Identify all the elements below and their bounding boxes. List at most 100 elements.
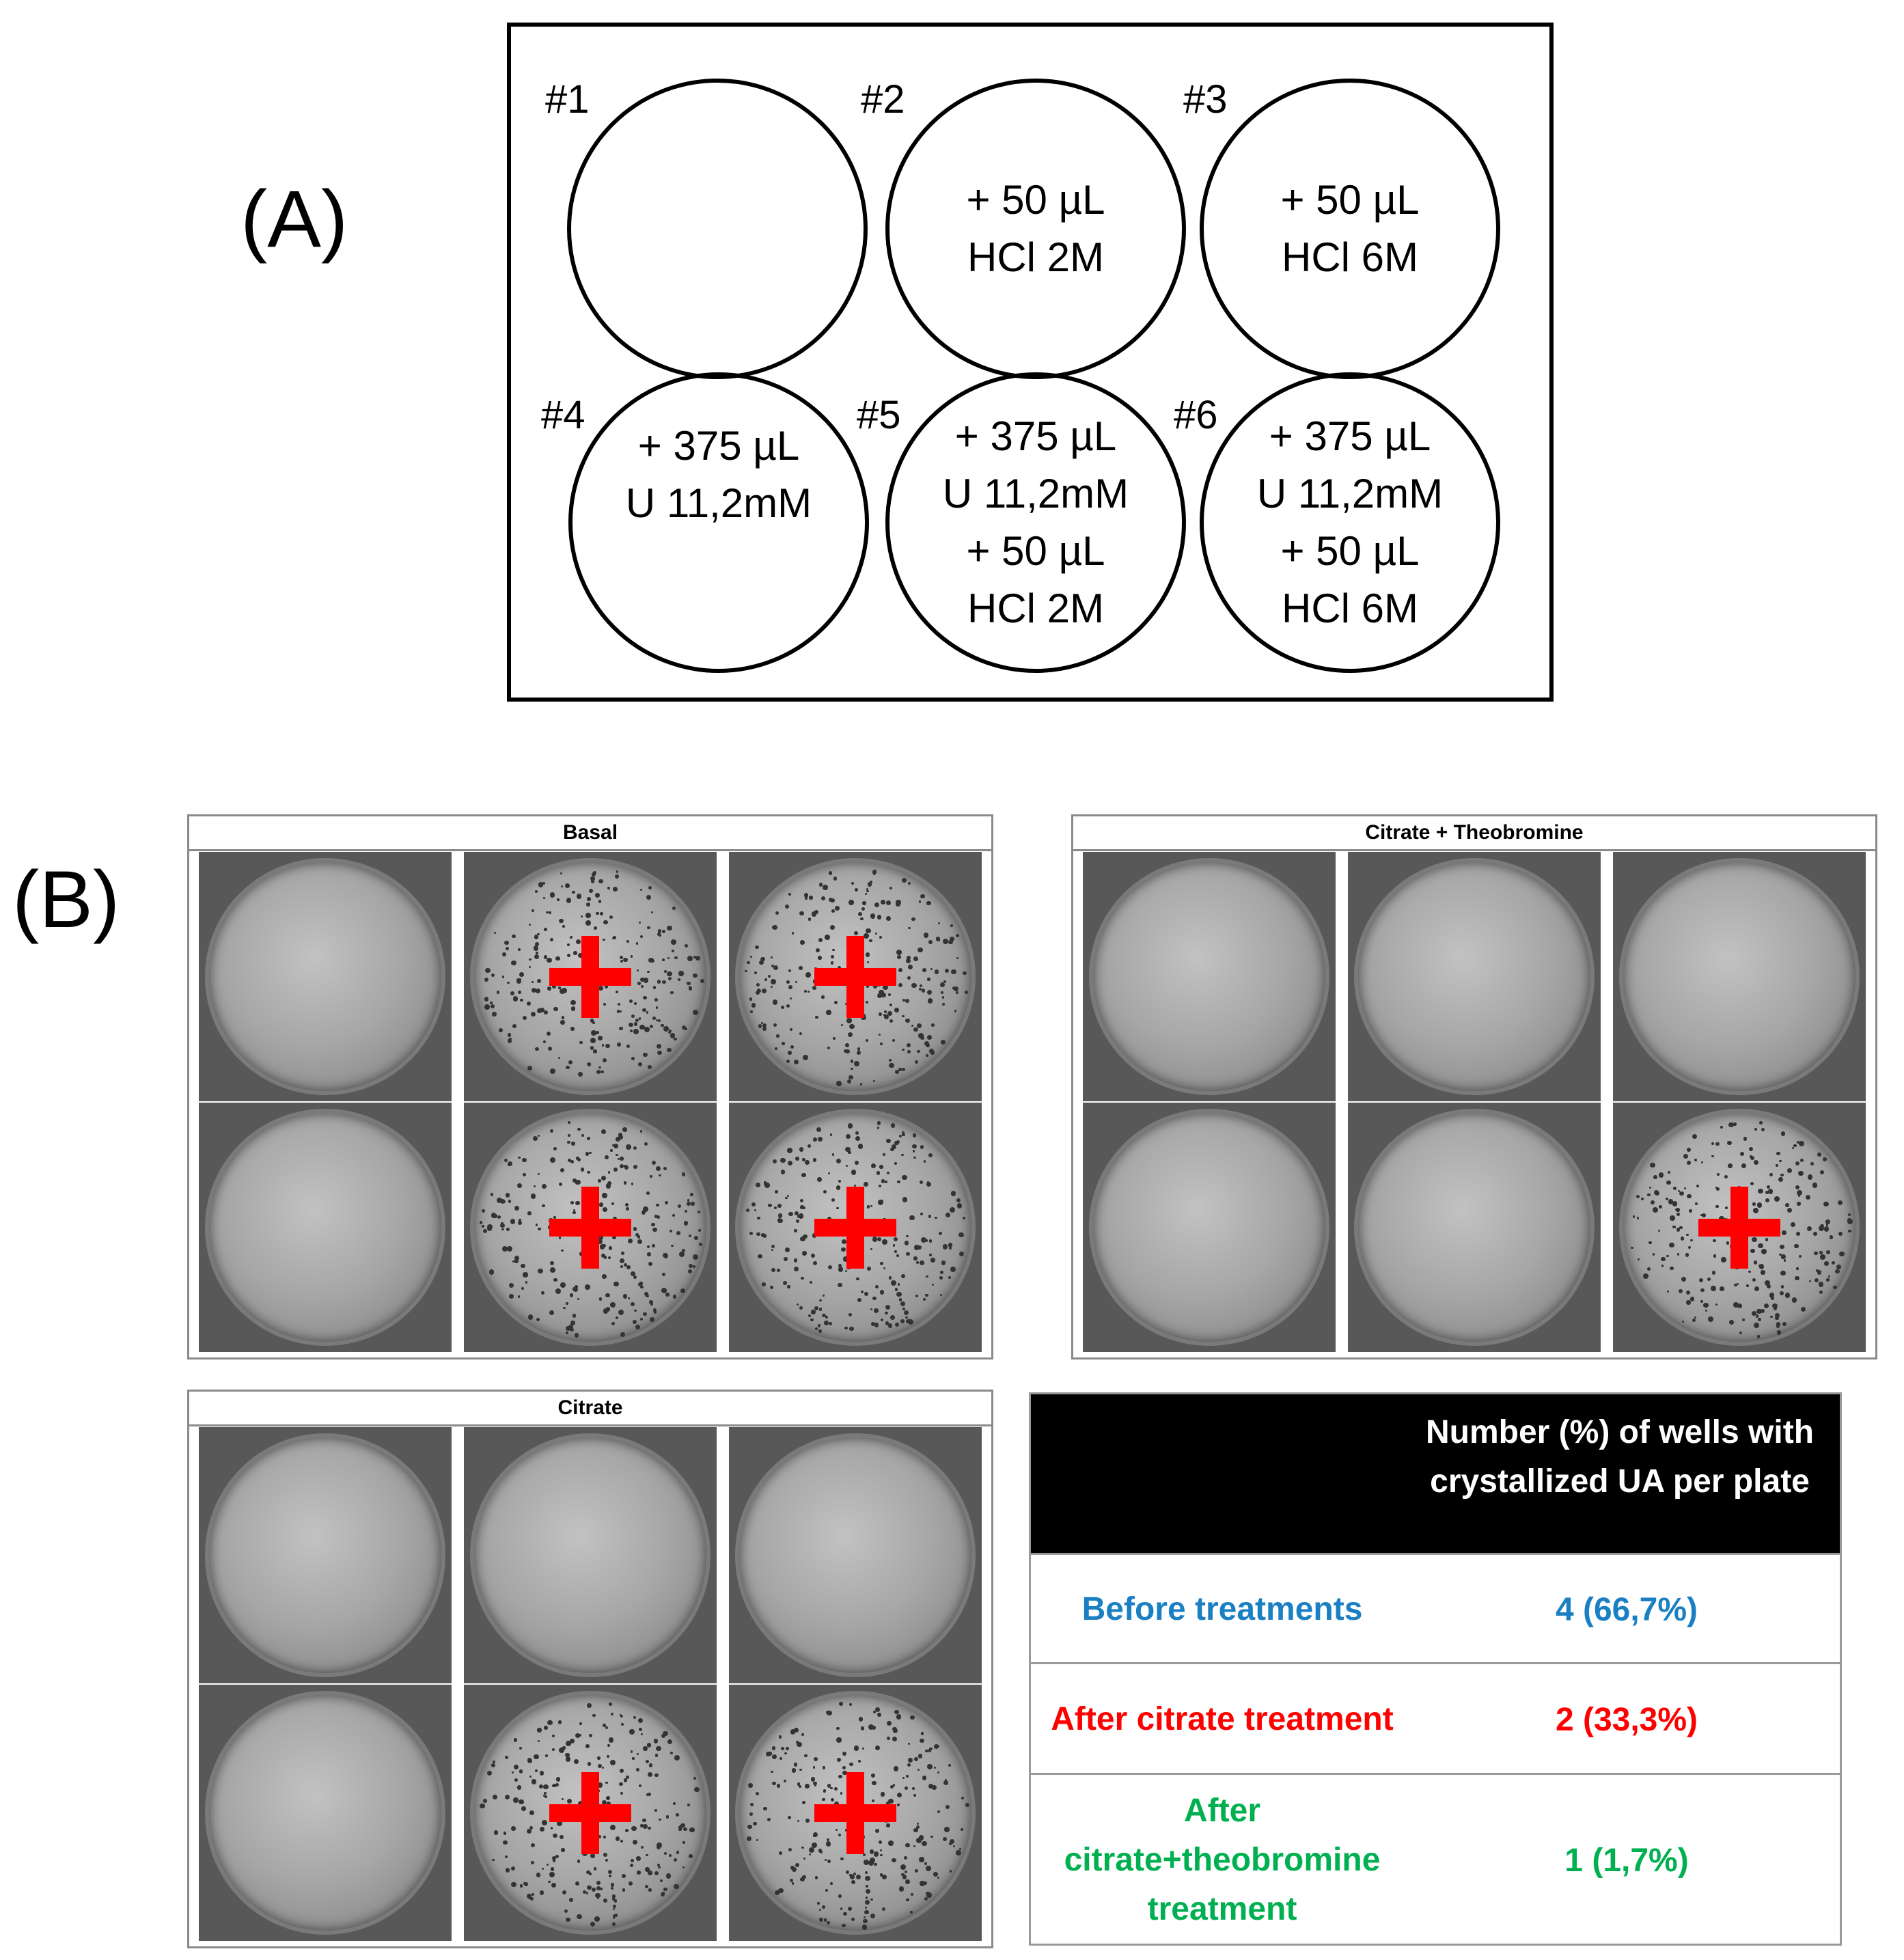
crystal-speck xyxy=(795,1156,800,1161)
crystal-speck xyxy=(814,1306,819,1311)
crystal-speck xyxy=(644,1027,650,1032)
crystal-speck xyxy=(826,1838,830,1842)
crystal-speck xyxy=(517,1295,521,1298)
crystal-speck xyxy=(643,1823,648,1829)
crystal-speck xyxy=(549,938,554,942)
crystal-speck xyxy=(877,1237,881,1241)
crystal-speck xyxy=(553,1859,556,1862)
crystal-speck xyxy=(629,1728,635,1735)
crystal-speck xyxy=(576,893,582,899)
crystal-speck xyxy=(943,1827,950,1833)
crystal-speck xyxy=(911,1893,914,1896)
crystal-speck xyxy=(1778,1253,1782,1256)
crystal-speck xyxy=(926,1866,931,1871)
crystal-speck xyxy=(652,1161,657,1165)
crystal-speck xyxy=(542,1183,547,1189)
crystal-speck xyxy=(1780,1131,1786,1136)
crystal-speck xyxy=(917,1769,920,1771)
crystal-speck xyxy=(1812,1183,1818,1189)
crystal-speck xyxy=(657,1019,661,1022)
crystal-speck xyxy=(566,943,570,947)
crystal-speck xyxy=(1750,1156,1755,1161)
crystal-speck xyxy=(896,1291,902,1297)
crystal-speck xyxy=(635,1324,640,1330)
crystal-speck xyxy=(648,1300,653,1305)
crystal-speck xyxy=(491,973,495,977)
crystal-speck xyxy=(617,1042,622,1047)
crystal-speck xyxy=(940,1271,943,1275)
crystal-speck xyxy=(684,1210,687,1213)
well-dish xyxy=(473,1437,707,1673)
crystal-speck xyxy=(914,1244,920,1250)
crystal-speck xyxy=(749,956,752,958)
crystal-speck xyxy=(1687,1193,1692,1199)
crystal-speck xyxy=(544,928,547,931)
crystal-speck xyxy=(797,1741,802,1748)
crystal-speck xyxy=(813,1832,818,1838)
crystal-speck xyxy=(533,1185,536,1187)
crystal-speck xyxy=(777,1204,782,1209)
crystal-speck xyxy=(795,1863,799,1868)
crystal-speck xyxy=(872,1297,877,1301)
crystal-speck xyxy=(949,1870,952,1873)
crystal-speck xyxy=(612,1917,616,1920)
crystal-speck xyxy=(1776,1152,1780,1156)
crystal-speck xyxy=(948,1246,952,1250)
crystal-speck xyxy=(857,1144,864,1149)
crystal-speck xyxy=(550,1826,553,1830)
crystal-speck xyxy=(607,1171,611,1174)
crystal-speck xyxy=(870,1205,872,1208)
crystal-speck xyxy=(881,1791,885,1796)
crystal-speck xyxy=(637,982,641,985)
crystal-speck xyxy=(788,893,791,896)
crystal-speck xyxy=(794,1211,799,1215)
crystal-speck xyxy=(1716,1173,1720,1176)
crystal-speck xyxy=(603,1836,606,1838)
crystal-speck xyxy=(1825,1250,1830,1254)
crystal-speck xyxy=(639,935,644,938)
crystal-speck xyxy=(770,1285,774,1289)
crystal-speck xyxy=(842,1256,848,1262)
crystal-speck xyxy=(897,1804,900,1806)
crystal-speck xyxy=(619,1026,623,1031)
crystal-speck xyxy=(823,1189,827,1194)
crystal-speck xyxy=(818,1329,822,1333)
crystal-speck xyxy=(550,1267,555,1273)
crystal-speck xyxy=(1800,1173,1803,1176)
crystal-speck xyxy=(1700,1213,1703,1217)
crystal-speck xyxy=(889,886,892,889)
crystal-speck xyxy=(797,1819,800,1823)
crystal-speck xyxy=(572,1211,576,1215)
crystal-speck xyxy=(1683,1153,1689,1159)
crystal-speck xyxy=(805,1784,810,1789)
well-photo xyxy=(1083,1103,1336,1352)
crystal-speck xyxy=(775,1189,778,1193)
crystal-speck xyxy=(776,1784,781,1788)
well-photo xyxy=(199,1685,452,1941)
crystal-speck xyxy=(1807,1174,1812,1180)
crystal-speck xyxy=(603,938,605,941)
crystal-speck xyxy=(555,1777,561,1782)
crystal-speck xyxy=(905,1879,911,1885)
crystal-speck xyxy=(620,1251,625,1256)
crystal-speck xyxy=(813,1137,817,1142)
crystal-speck xyxy=(900,1319,905,1323)
crystal-speck xyxy=(570,1327,574,1332)
crystal-speck xyxy=(559,918,564,924)
crystal-speck xyxy=(1785,1203,1790,1208)
crystal-speck xyxy=(546,1031,551,1036)
crystal-speck xyxy=(639,1024,645,1030)
crystal-speck xyxy=(561,1249,564,1252)
crystal-speck xyxy=(855,1131,859,1135)
crystal-speck xyxy=(920,1213,923,1215)
crystal-speck xyxy=(830,924,836,930)
crystal-speck xyxy=(851,1918,855,1922)
crystal-speck xyxy=(565,1752,570,1758)
crystal-speck xyxy=(590,1046,594,1050)
crystal-speck xyxy=(1694,1158,1698,1161)
crystal-speck xyxy=(1819,1290,1823,1295)
crystal-speck xyxy=(822,1294,825,1297)
crystal-speck xyxy=(654,1754,659,1758)
crystal-speck xyxy=(873,1079,876,1082)
crystal-speck xyxy=(570,1159,574,1163)
